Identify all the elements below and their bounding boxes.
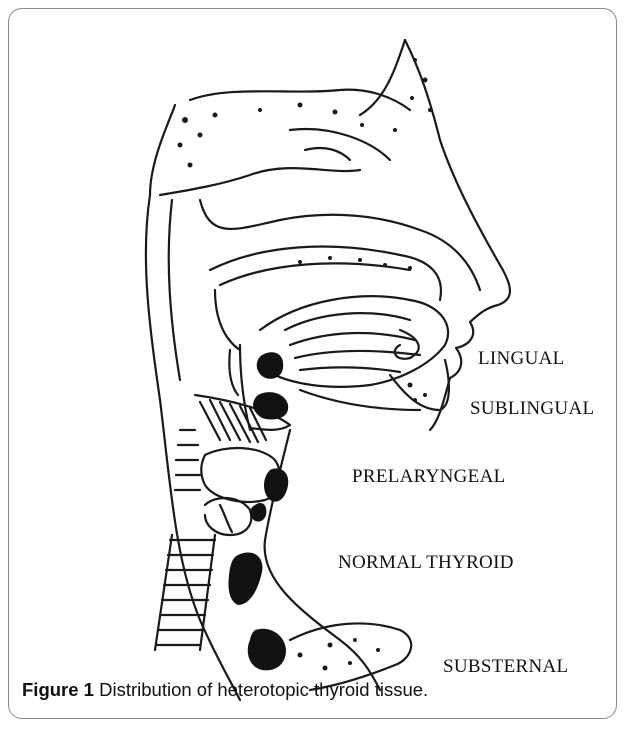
figure-number: Figure 1 bbox=[22, 679, 94, 700]
trachea-rings bbox=[156, 540, 215, 645]
figure-caption: Figure 1 Distribution of heterotopic thy… bbox=[22, 679, 428, 701]
label-substernal: SUBSTERNAL bbox=[443, 656, 568, 678]
label-sublingual: SUBLINGUAL bbox=[470, 398, 594, 420]
hard-palate bbox=[210, 247, 441, 300]
cricoid bbox=[205, 498, 251, 535]
thyroid-lingual-mass bbox=[257, 352, 284, 379]
thyroid-prelaryngeal-mass-2 bbox=[250, 503, 266, 522]
trachea-upper bbox=[175, 430, 200, 490]
label-prelaryngeal: PRELARYNGEAL bbox=[352, 466, 506, 488]
label-normal-thyroid: NORMAL THYROID bbox=[338, 552, 514, 574]
figure-caption-text: Distribution of heterotopic thyroid tiss… bbox=[99, 679, 428, 700]
thyroid-substernal-mass bbox=[248, 629, 286, 671]
facial-profile bbox=[405, 40, 510, 430]
posterior-neck bbox=[146, 195, 240, 700]
tongue bbox=[260, 296, 448, 387]
thyroid-normal-mass bbox=[228, 552, 262, 605]
thyroid-sublingual-mass bbox=[253, 392, 288, 419]
thyroid-prelaryngeal-mass bbox=[264, 468, 288, 501]
label-lingual: LINGUAL bbox=[478, 348, 565, 370]
